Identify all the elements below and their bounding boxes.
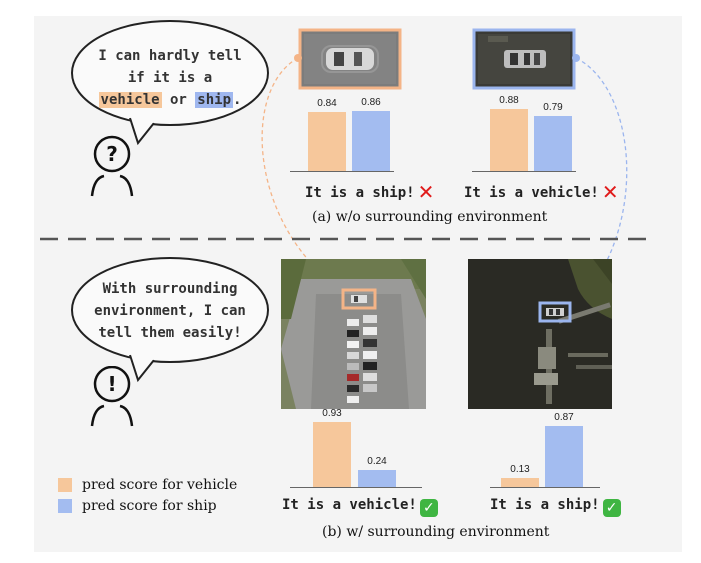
verdict-top-left: It is a ship!✕ <box>305 180 434 204</box>
legend-label: pred score for vehicle <box>82 477 238 493</box>
verdict-bottom-left: It is a vehicle!✓ <box>282 497 438 517</box>
aerial-image-parking <box>281 259 426 409</box>
bar-ship <box>545 426 583 487</box>
data-label: 0.84 <box>317 98 337 110</box>
question-mark-person-icon: ? <box>90 135 134 197</box>
verdict-text: It is a vehicle! <box>282 497 417 513</box>
chart-baseline <box>472 171 576 172</box>
bubble-line: if it is a <box>127 70 213 86</box>
speech-bubble-bottom <box>71 257 269 383</box>
legend-swatch-ship <box>58 499 72 513</box>
green-check-icon: ✓ <box>419 499 438 517</box>
bubble-text-bottom: With surrounding environment, I can tell… <box>80 278 260 344</box>
bar-vehicle <box>308 112 346 171</box>
bar-ship <box>352 110 390 171</box>
bubble-word: . <box>233 92 242 108</box>
bar-vehicle <box>313 421 351 487</box>
data-label: 0.79 <box>543 101 563 113</box>
crop-thumbnail-vehicle <box>298 28 402 90</box>
crop-thumbnail-ship <box>472 28 576 90</box>
verdict-text: It is a vehicle! <box>464 185 599 201</box>
bar-vehicle <box>490 109 528 171</box>
bar-ship <box>358 470 396 487</box>
red-cross-icon: ✕ <box>601 180 619 204</box>
bubble-text-top: I can hardly tell if it is a vehicle or … <box>80 45 260 111</box>
highlight-vehicle: vehicle <box>98 92 162 108</box>
bubble-line: environment, I can <box>94 303 246 319</box>
data-label: 0.24 <box>367 456 387 468</box>
chart-baseline <box>490 487 600 488</box>
data-label: 0.93 <box>322 407 342 419</box>
aerial-image-harbor <box>468 259 612 409</box>
bar-vehicle <box>501 477 539 487</box>
caption-top: (a) w/o surrounding environment <box>312 209 548 225</box>
caption-bottom: (b) w/ surrounding environment <box>322 524 550 540</box>
chart-baseline <box>290 487 422 488</box>
bubble-line: With surrounding <box>102 281 238 297</box>
verdict-text: It is a ship! <box>490 497 600 513</box>
legend-label: pred score for ship <box>82 498 217 514</box>
green-check-icon: ✓ <box>602 499 621 517</box>
legend-item-ship: pred score for ship <box>58 498 217 514</box>
verdict-top-right: It is a vehicle!✕ <box>464 180 619 204</box>
exclamation-mark-person-icon: ! <box>90 366 134 427</box>
svg-text:?: ? <box>106 142 118 166</box>
bubble-line: vehicle or ship. <box>80 89 260 111</box>
bubble-line: I can hardly tell <box>98 48 242 64</box>
highlight-ship: ship <box>195 92 233 108</box>
verdict-text: It is a ship! <box>305 185 415 201</box>
data-label: 0.87 <box>554 412 574 424</box>
svg-text:!: ! <box>107 372 116 396</box>
legend-swatch-vehicle <box>58 478 72 492</box>
data-label: 0.88 <box>499 95 519 107</box>
bubble-line: tell them easily! <box>98 325 242 341</box>
red-cross-icon: ✕ <box>417 180 435 204</box>
bar-ship <box>534 115 572 171</box>
bubble-word: or <box>161 92 196 108</box>
chart-baseline <box>290 171 394 172</box>
data-label: 0.13 <box>510 463 530 475</box>
data-label: 0.86 <box>361 96 381 108</box>
legend-item-vehicle: pred score for vehicle <box>58 477 237 493</box>
verdict-bottom-right: It is a ship!✓ <box>490 497 621 517</box>
